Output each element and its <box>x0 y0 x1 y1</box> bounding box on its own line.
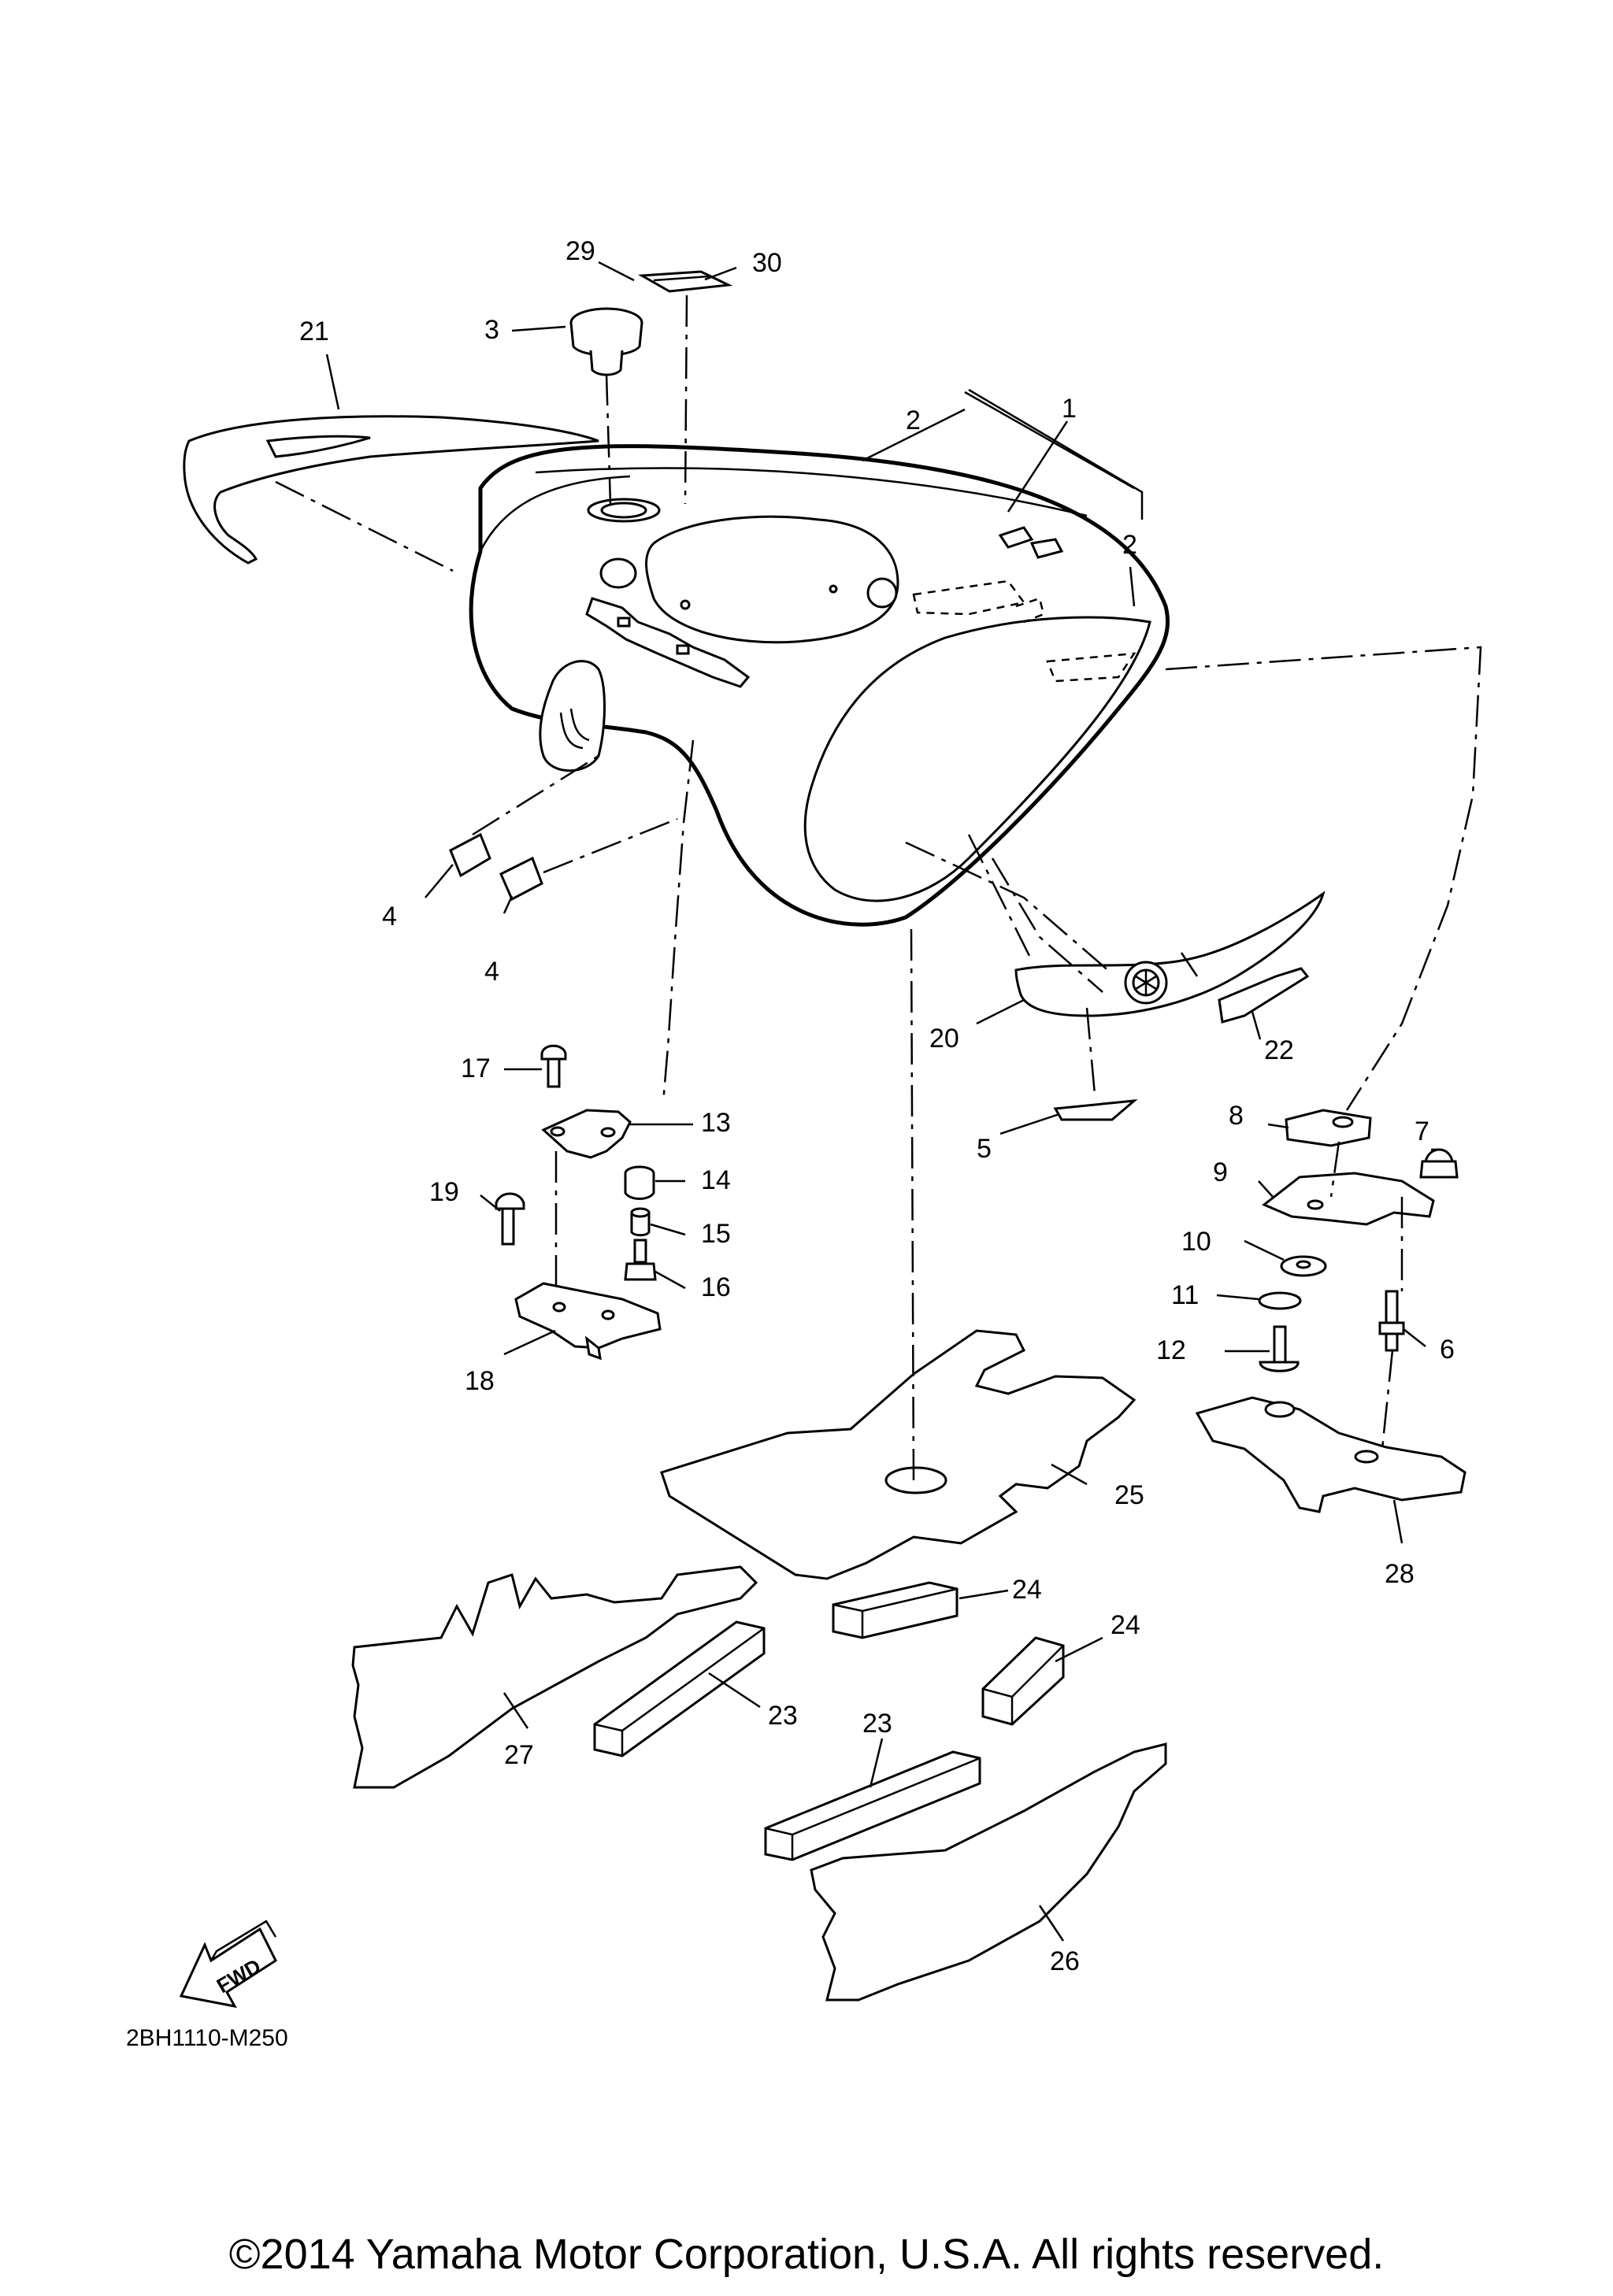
label-part-18: 18 <box>465 1366 495 1396</box>
part-5-label <box>1053 1099 1138 1121</box>
part-25-sheet <box>660 1329 1137 1580</box>
part-labels: 1 2 2 3 4 4 5 6 7 8 9 10 11 12 13 14 15 … <box>299 236 1455 1976</box>
label-part-26: 26 <box>1050 1946 1080 1976</box>
part-23-block-left <box>593 1620 766 1757</box>
part-3-filler-cap <box>569 307 643 376</box>
label-part-10: 10 <box>1181 1227 1211 1257</box>
label-part-5: 5 <box>977 1134 992 1164</box>
label-part-3: 3 <box>484 315 499 345</box>
label-part-4: 4 <box>484 957 499 987</box>
label-part-1: 1 <box>1062 394 1077 424</box>
fuel-tank <box>469 444 1170 927</box>
fwd-arrow-icon: FWD <box>179 1920 277 2009</box>
label-part-2: 2 <box>906 406 921 435</box>
label-part-30: 30 <box>752 248 782 278</box>
label-part-9: 9 <box>1213 1157 1228 1187</box>
drawing-code: 2BH1110-M250 <box>126 2025 288 2051</box>
part-22-strip <box>1218 967 1310 1024</box>
label-part-6: 6 <box>1440 1335 1455 1365</box>
label-part-11: 11 <box>1171 1280 1199 1310</box>
part-21-side-panel <box>183 415 599 565</box>
label-part-7: 7 <box>1415 1117 1429 1146</box>
label-part-19: 19 <box>429 1177 459 1207</box>
assembly-lines <box>275 294 1482 1481</box>
leader-lines <box>325 261 1438 1942</box>
label-part-24: 24 <box>1111 1610 1140 1640</box>
part-24-block-right <box>981 1636 1065 1726</box>
right-bracket-group <box>1195 1109 1467 1513</box>
part-24-block-top <box>832 1581 959 1639</box>
label-part-13: 13 <box>701 1108 731 1138</box>
label-part-17: 17 <box>461 1054 491 1083</box>
left-bracket-group <box>495 1044 662 1361</box>
label-part-16: 16 <box>701 1272 731 1302</box>
label-part-14: 14 <box>701 1165 731 1195</box>
label-part-24: 24 <box>1012 1575 1042 1605</box>
part-26-insulator <box>810 1742 1167 2002</box>
part-29-30-label <box>637 270 733 293</box>
label-part-29: 29 <box>565 236 595 266</box>
label-part-4: 4 <box>382 902 397 931</box>
copyright-notice: ©2014 Yamaha Motor Corporation, U.S.A. A… <box>228 2231 1385 2278</box>
part-4-dampers <box>449 832 543 902</box>
label-part-2: 2 <box>1122 530 1137 560</box>
label-part-15: 15 <box>701 1219 731 1249</box>
label-part-21: 21 <box>299 317 329 346</box>
label-part-25: 25 <box>1114 1480 1144 1510</box>
label-part-12: 12 <box>1156 1335 1186 1365</box>
label-part-23: 23 <box>862 1709 892 1739</box>
label-part-27: 27 <box>504 1740 534 1770</box>
part-23-block-bottom <box>764 1750 981 1861</box>
part-27-insulator <box>351 1565 758 1789</box>
label-part-8: 8 <box>1229 1101 1244 1131</box>
label-part-20: 20 <box>929 1024 959 1054</box>
part-20-emblem-trim <box>1014 891 1326 1017</box>
label-part-28: 28 <box>1385 1559 1415 1589</box>
label-part-22: 22 <box>1264 1035 1294 1065</box>
label-part-23: 23 <box>768 1701 798 1731</box>
